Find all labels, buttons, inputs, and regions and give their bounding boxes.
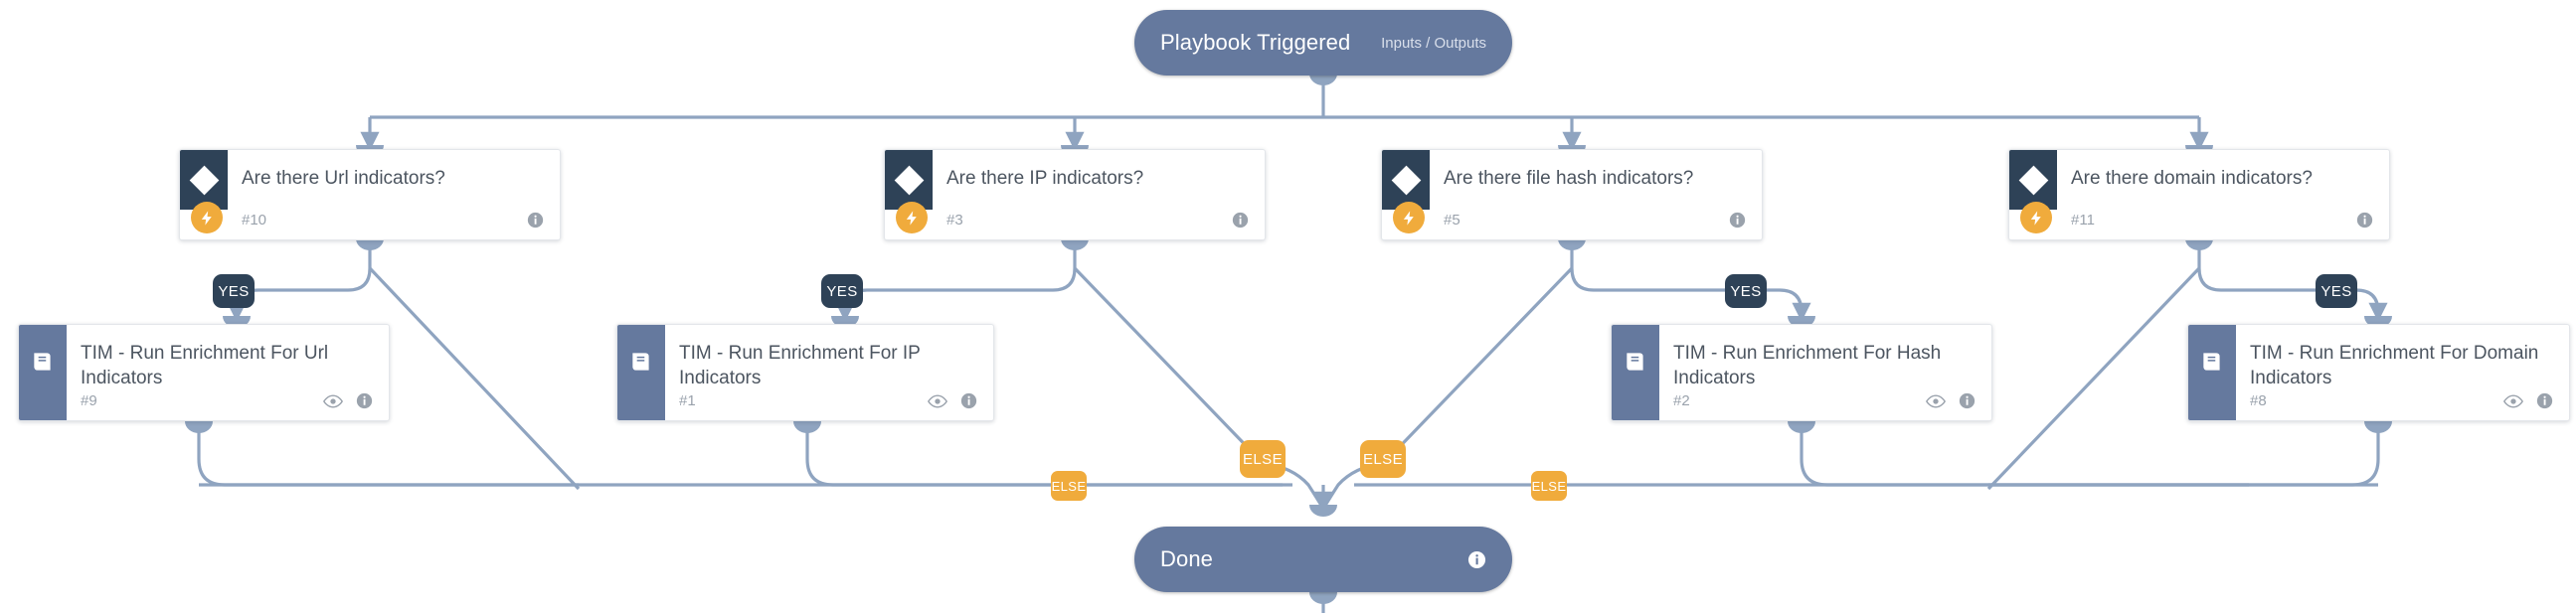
- condition-title: Are there file hash indicators?: [1444, 168, 1694, 189]
- bolt-icon: [1393, 202, 1425, 233]
- task-number: #2: [1673, 392, 1690, 409]
- eye-icon[interactable]: [928, 394, 947, 408]
- condition-footer: #3: [885, 202, 1265, 239]
- edge-label-text: YES: [1730, 282, 1762, 300]
- node-task-domain-enrichment[interactable]: TIM - Run Enrichment For Domain Indicato…: [2187, 324, 2570, 421]
- edge-label-text: YES: [218, 282, 250, 300]
- task-number: #8: [2250, 392, 2267, 409]
- done-title: Done: [1160, 546, 1213, 571]
- task-title: TIM - Run Enrichment For IP Indicators: [679, 343, 921, 388]
- task-number: #1: [679, 392, 696, 409]
- edge-label-text: ELSE: [1051, 478, 1087, 494]
- info-icon[interactable]: [2536, 392, 2553, 409]
- condition-title: Are there IP indicators?: [946, 168, 1144, 189]
- bolt-icon: [191, 202, 223, 233]
- node-condition-ip[interactable]: Are there IP indicators? #3: [884, 149, 1266, 240]
- eye-icon[interactable]: [2503, 394, 2523, 408]
- inputs-outputs-link[interactable]: Inputs / Outputs: [1381, 34, 1486, 52]
- bolt-icon: [2020, 202, 2052, 233]
- playbook-triggered-title: Playbook Triggered: [1160, 30, 1351, 55]
- info-icon[interactable]: [1232, 212, 1249, 229]
- edge-label-else-hash[interactable]: ELSE: [1360, 440, 1406, 478]
- edge-label-text: ELSE: [1531, 478, 1567, 494]
- info-icon[interactable]: [527, 212, 544, 229]
- edge-label-text: YES: [2320, 282, 2352, 300]
- task-title: TIM - Run Enrichment For Url Indicators: [81, 343, 329, 388]
- condition-footer: #10: [180, 202, 560, 239]
- task-number: #9: [81, 392, 97, 409]
- eye-icon[interactable]: [1926, 394, 1946, 408]
- condition-title: Are there Url indicators?: [242, 168, 445, 189]
- node-condition-url[interactable]: Are there Url indicators? #10: [179, 149, 561, 240]
- node-done[interactable]: Done: [1134, 527, 1512, 592]
- task-strip: [617, 325, 665, 420]
- info-icon[interactable]: [960, 392, 977, 409]
- edge-label-yes-domain[interactable]: YES: [2316, 274, 2357, 308]
- edge-label-text: ELSE: [1243, 450, 1283, 468]
- task-title: TIM - Run Enrichment For Hash Indicators: [1673, 343, 1942, 388]
- bolt-icon: [896, 202, 928, 233]
- condition-number: #3: [946, 212, 963, 229]
- node-task-url-enrichment[interactable]: TIM - Run Enrichment For Url Indicators …: [18, 324, 390, 421]
- edge-label-else-domain[interactable]: ELSE: [1531, 471, 1567, 501]
- diamond-icon: [1382, 150, 1430, 210]
- info-icon[interactable]: [356, 392, 373, 409]
- diamond-icon: [2009, 150, 2057, 210]
- edge-label-yes-hash[interactable]: YES: [1725, 274, 1767, 308]
- condition-title: Are there domain indicators?: [2071, 168, 2313, 189]
- edge-label-yes-url[interactable]: YES: [213, 274, 255, 308]
- task-strip: [2188, 325, 2236, 420]
- node-task-ip-enrichment[interactable]: TIM - Run Enrichment For IP Indicators #…: [616, 324, 994, 421]
- info-icon[interactable]: [1467, 550, 1486, 569]
- eye-icon[interactable]: [323, 394, 343, 408]
- condition-footer: #5: [1382, 202, 1762, 239]
- condition-number: #11: [2071, 212, 2095, 229]
- task-footer: #2: [1612, 383, 1991, 420]
- playbook-book-icon: [1612, 325, 1659, 398]
- diamond-icon: [885, 150, 933, 210]
- edge-label-text: ELSE: [1363, 450, 1403, 468]
- task-strip: [1612, 325, 1659, 420]
- task-footer: #8: [2188, 383, 2569, 420]
- condition-footer: #11: [2009, 202, 2389, 239]
- node-condition-domain[interactable]: Are there domain indicators? #11: [2008, 149, 2390, 240]
- playbook-book-icon: [617, 325, 665, 398]
- node-playbook-triggered[interactable]: Playbook Triggered Inputs / Outputs: [1134, 10, 1512, 76]
- diamond-icon: [180, 150, 228, 210]
- edge-label-else-ip[interactable]: ELSE: [1240, 440, 1286, 478]
- edge-label-text: YES: [826, 282, 858, 300]
- task-footer: #1: [617, 383, 993, 420]
- playbook-book-icon: [19, 325, 67, 398]
- info-icon[interactable]: [1729, 212, 1746, 229]
- edge-label-yes-ip[interactable]: YES: [821, 274, 863, 308]
- node-task-hash-enrichment[interactable]: TIM - Run Enrichment For Hash Indicators…: [1611, 324, 1992, 421]
- info-icon[interactable]: [1959, 392, 1975, 409]
- task-title: TIM - Run Enrichment For Domain Indicato…: [2250, 343, 2539, 388]
- task-footer: #9: [19, 383, 389, 420]
- playbook-book-icon: [2188, 325, 2236, 398]
- task-strip: [19, 325, 67, 420]
- info-icon[interactable]: [2356, 212, 2373, 229]
- condition-number: #10: [242, 212, 267, 229]
- edge-label-else-url[interactable]: ELSE: [1051, 471, 1087, 501]
- node-condition-file-hash[interactable]: Are there file hash indicators? #5: [1381, 149, 1763, 240]
- condition-number: #5: [1444, 212, 1460, 229]
